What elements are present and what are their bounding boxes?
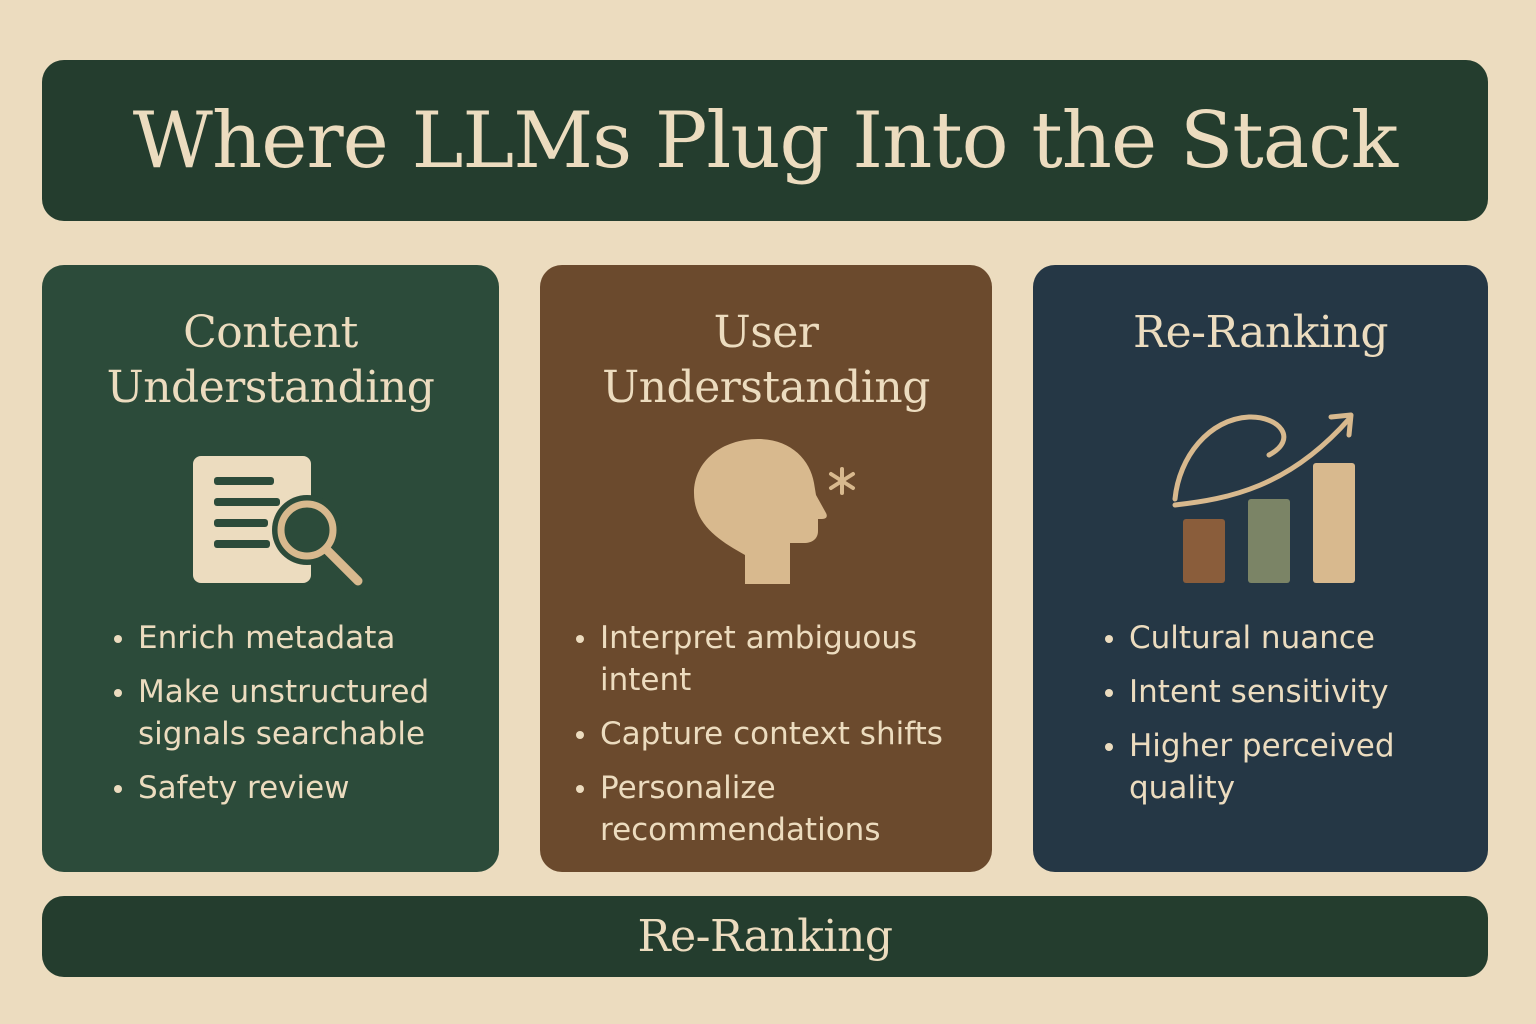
bullet-item: Personalize recommendations (576, 767, 943, 851)
footer-label: Re-Ranking (637, 911, 893, 962)
re-ranking-card: Re-Ranking Cultural nuance Intent sensit… (1033, 265, 1488, 872)
bullet-text: recommendations (600, 812, 881, 848)
title-banner: Where LLMs Plug Into the Stack (42, 60, 1488, 221)
bullet-text: Enrich metadata (138, 620, 396, 656)
bullet-text: signals searchable (138, 716, 426, 752)
bullet-text: Personalize (600, 770, 776, 806)
bar-chart-trend-icon (1172, 412, 1355, 583)
bullet-item: Capture context shifts (576, 713, 943, 755)
bullet-list: Cultural nuance Intent sensitivity Highe… (1105, 617, 1395, 821)
footer-banner: Re-Ranking (42, 896, 1488, 977)
page-title: Where LLMs Plug Into the Stack (132, 95, 1398, 186)
bullet-item: Interpret ambiguous intent (576, 617, 943, 701)
user-understanding-card: User Understanding Interpret ambiguous in… (540, 265, 992, 872)
card-title: Content Understanding (42, 305, 499, 415)
bullet-text: Interpret ambiguous (600, 620, 918, 656)
bullet-list: Interpret ambiguous intent Capture contex… (576, 617, 943, 863)
content-understanding-card: Content Understanding Enrich metadata Ma… (42, 265, 499, 872)
bullet-text: Cultural nuance (1129, 620, 1375, 656)
card-title-line: Content (183, 307, 358, 358)
bullet-text: Capture context shifts (600, 716, 943, 752)
card-title: User Understanding (540, 305, 992, 415)
head-profile-icon (694, 439, 855, 584)
bullet-item: Higher perceived quality (1105, 725, 1395, 809)
card-title-line: Understanding (106, 362, 435, 413)
bullet-list: Enrich metadata Make unstructured signals… (114, 617, 429, 821)
bullet-text: Intent sensitivity (1129, 674, 1389, 710)
bullet-text: quality (1129, 770, 1236, 806)
card-title-line: Re-Ranking (1133, 307, 1388, 358)
document-search-icon (193, 456, 363, 586)
bullet-item: Enrich metadata (114, 617, 429, 659)
card-title-line: Understanding (602, 362, 930, 413)
bullet-item: Safety review (114, 767, 429, 809)
bullet-item: Intent sensitivity (1105, 671, 1395, 713)
card-title-line: User (713, 307, 819, 358)
bullet-item: Make unstructured signals searchable (114, 671, 429, 755)
card-title: Re-Ranking (1033, 305, 1488, 360)
bullet-text: Make unstructured (138, 674, 430, 710)
bullet-text: intent (600, 662, 692, 698)
bullet-text: Safety review (138, 770, 350, 806)
bullet-item: Cultural nuance (1105, 617, 1395, 659)
bullet-text: Higher perceived (1129, 728, 1395, 764)
